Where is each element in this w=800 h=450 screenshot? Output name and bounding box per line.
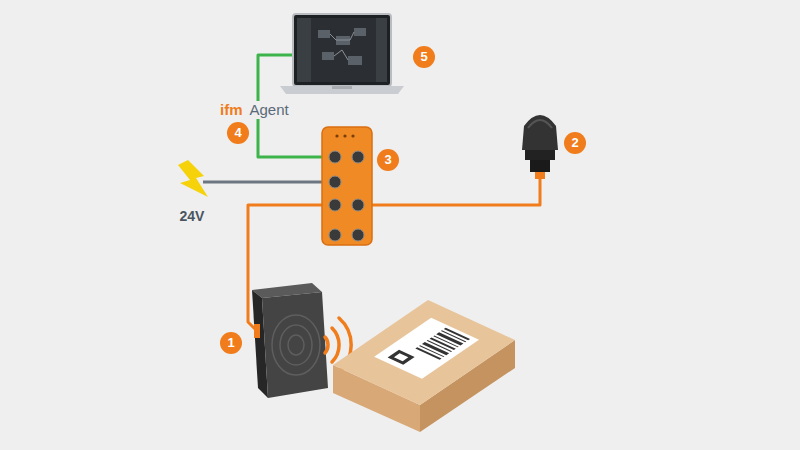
io-link-master-part bbox=[352, 229, 364, 241]
io-link-master-part bbox=[352, 199, 364, 211]
lamp-cable bbox=[358, 178, 540, 205]
power-cable bbox=[203, 181, 335, 184]
io-link-master-part bbox=[329, 199, 341, 211]
laptop-part bbox=[330, 32, 354, 40]
callout-number: 1 bbox=[220, 332, 242, 354]
io-link-master-part bbox=[329, 151, 341, 163]
parcel-part bbox=[333, 300, 515, 405]
shipping-label-part bbox=[394, 353, 408, 361]
laptop-part bbox=[280, 86, 404, 94]
laptop-part bbox=[376, 18, 387, 82]
radio-waves-part bbox=[325, 337, 328, 353]
signal-lamp bbox=[522, 115, 558, 179]
io-link-master-part bbox=[352, 151, 364, 163]
io-link-master-part bbox=[343, 134, 346, 137]
io-link-master-part bbox=[351, 134, 354, 137]
io-link-master-part bbox=[322, 127, 372, 245]
software-label: Agent bbox=[248, 101, 291, 119]
rfid-reader-part bbox=[254, 324, 260, 338]
laptop-part bbox=[354, 28, 366, 36]
io-link-master-part bbox=[335, 134, 338, 137]
shipping-label-part bbox=[374, 318, 479, 379]
signal-lamp-part bbox=[522, 115, 558, 150]
rfid-reader-part bbox=[272, 315, 320, 375]
laptop bbox=[280, 14, 404, 94]
lightning-bolt bbox=[178, 160, 208, 197]
io-link-master-part bbox=[329, 176, 341, 188]
rfid-reader-part bbox=[262, 292, 328, 398]
laptop-part bbox=[332, 86, 352, 89]
signal-lamp-part bbox=[528, 120, 552, 128]
callout-number: 4 bbox=[227, 122, 249, 144]
io-link-master-part bbox=[329, 229, 341, 241]
shipping-label-part bbox=[388, 350, 415, 365]
cables bbox=[203, 55, 540, 330]
laptop-part bbox=[297, 18, 311, 82]
signal-lamp-part bbox=[525, 150, 555, 160]
callout-number: 3 bbox=[377, 149, 399, 171]
signal-lamp-part bbox=[535, 172, 545, 179]
signal-lamp-part bbox=[530, 160, 550, 172]
laptop-part bbox=[334, 50, 348, 60]
rfid-reader-part bbox=[280, 325, 312, 365]
laptop-part bbox=[322, 52, 334, 60]
rfid-reader bbox=[252, 283, 328, 398]
callout-number: 5 bbox=[413, 46, 435, 68]
brand-label: ifm bbox=[218, 101, 245, 119]
radio-waves-part bbox=[332, 328, 339, 362]
laptop-part bbox=[318, 30, 330, 38]
laptop-part bbox=[293, 14, 391, 86]
shipping-label bbox=[374, 318, 479, 379]
callout-number: 2 bbox=[564, 132, 586, 154]
laptop-part bbox=[348, 56, 362, 65]
parcel bbox=[333, 300, 515, 432]
laptop-part bbox=[297, 18, 387, 82]
shipping-label-part bbox=[444, 328, 470, 341]
voltage-label: 24V bbox=[178, 208, 207, 225]
rfid-reader-part bbox=[288, 335, 304, 355]
io-link-master bbox=[322, 127, 372, 245]
